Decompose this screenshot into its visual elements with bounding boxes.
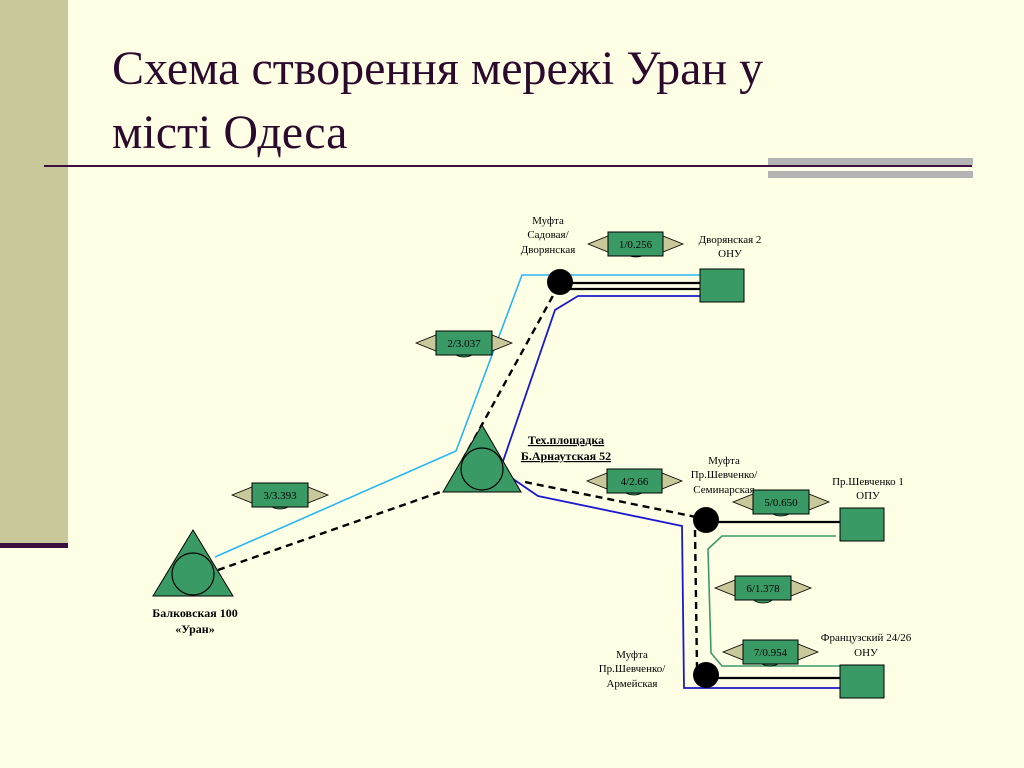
sidebar-decoration [0,0,68,545]
sidebar-underline [0,543,68,548]
label-dvoryanskaya-line-1: Дворянская 2 [699,234,762,246]
label-mufta-seminarskaya-line-3: Семинарская [693,484,754,496]
tag-label: 1/0.256 [619,239,653,251]
label-mufta-armeyskaya-line-3: Армейская [606,678,657,690]
label-balkovskaya-line-2: «Уран» [175,622,214,636]
splice-seminarskaya-dot [693,507,719,533]
tag-box [251,482,309,508]
label-shevchenko-line-1: Пр.Шевченко 1 [832,476,904,488]
cable-cyan [214,274,700,558]
tag-label: 4/2.66 [621,476,649,488]
label-mufta-armeyskaya-line-2: Пр.Шевченко/ [599,663,667,675]
segment-tag-4: 4/2.66 [585,468,684,496]
site-balkovskaya-circle [171,552,215,596]
splice-sadovaya-dot [547,269,573,295]
label-frantsuzsky-line-1: Французский 24/26 [821,632,912,644]
cable-dashed-seminarskaya [524,480,707,521]
tag-label: 6/1.378 [746,583,780,595]
tag-box [435,330,493,356]
slide-title-line-2: місті Одеса [112,106,347,159]
node-dvoryanskaya-box [699,268,745,303]
slide-title-line-1: Схема створення мережі Уран у [112,42,763,95]
label-frantsuzsky-line-2: ОНУ [854,647,878,659]
label-tech-site-line-1: Тех.площадка [528,433,604,447]
label-shevchenko-line-2: ОПУ [856,490,880,502]
tag-box [606,468,663,494]
cable-blue-upper [499,295,700,471]
splice-armeyskaya-dot [693,662,719,688]
accent-bar-bottom [768,171,973,178]
label-mufta-sadovaya-line-2: Садовая/ [527,229,569,241]
label-mufta-sadovaya-line-1: Муфта [532,215,564,227]
node-frantsuzsky-box [839,664,885,699]
label-mufta-armeyskaya-line-1: Муфта [616,649,648,661]
tag-label: 2/3.037 [447,338,481,350]
label-tech-site-line-2: Б.Арнаутская 52 [521,449,611,463]
accent-bar-top [768,158,973,165]
tag-box [752,489,810,515]
node-shevchenko-box [839,507,885,542]
site-tech-circle [460,447,504,491]
segment-tag-6: 6/1.378 [713,575,813,604]
tag-box [607,231,664,257]
label-balkovskaya-line-1: Балковская 100 [152,606,237,620]
tag-label: 3/3.393 [263,490,297,502]
cable-blue-lower [499,469,842,689]
cable-green [707,535,840,667]
segment-tag-3: 3/3.393 [230,482,330,510]
label-mufta-seminarskaya-line-2: Пр.Шевченко/ [691,469,759,481]
tag-box [742,639,799,665]
segment-tag-1: 1/0.256 [586,231,685,258]
tag-label: 5/0.650 [764,497,798,509]
segment-tag-5: 5/0.650 [731,489,831,517]
segment-tag-2: 2/3.037 [414,330,514,358]
label-dvoryanskaya-line-2: ОНУ [718,248,742,260]
tag-label: 7/0.954 [754,647,788,659]
label-mufta-sadovaya-line-3: Дворянская [521,244,576,256]
segment-tag-7: 7/0.954 [721,639,820,667]
label-mufta-seminarskaya-line-1: Муфта [708,455,740,467]
tag-box [734,575,792,601]
